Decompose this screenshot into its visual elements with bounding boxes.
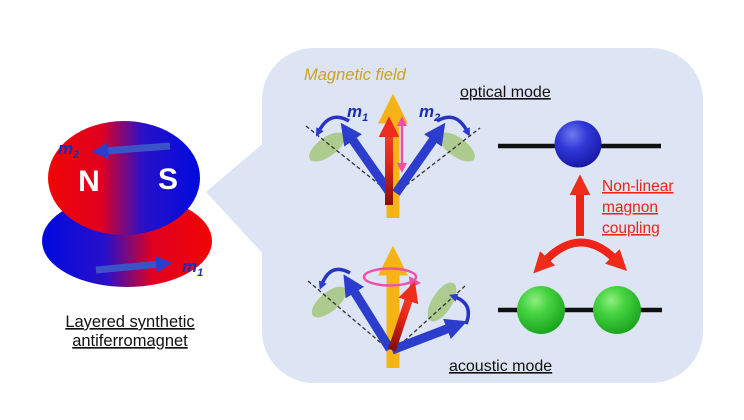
m1-moment-arrow bbox=[95, 256, 173, 274]
acoustic-axis-left bbox=[307, 280, 395, 355]
layered-magnet-illustration: N S m2 m1 Layered synthetic antiferromag… bbox=[42, 121, 212, 350]
m1-label: m1 bbox=[182, 257, 203, 279]
coupling-label-line1: Non-linear bbox=[602, 178, 674, 195]
precession-ellipse-left bbox=[309, 132, 345, 162]
acoustic-spin-arrow-left bbox=[343, 274, 394, 352]
coupling-label-line2: magnon bbox=[602, 199, 658, 216]
optical-mode-spin-diagram: Magnetic field m1 m2 bbox=[304, 66, 481, 218]
acoustic-mode-label: acoustic mode bbox=[449, 358, 552, 375]
acoustic-mode-spin-diagram bbox=[307, 245, 471, 368]
optical-m2-label: m2 bbox=[419, 102, 440, 124]
precession-direction-arrow-left bbox=[316, 115, 350, 137]
magnet-caption-line1: Layered synthetic bbox=[65, 313, 194, 331]
coupling-annotation: Non-linear magnon coupling bbox=[533, 174, 674, 274]
optical-mode-chain: optical mode bbox=[460, 84, 661, 168]
optical-magnon-sphere bbox=[554, 120, 602, 168]
acoustic-spin-arrow-right bbox=[390, 318, 468, 355]
coupling-label-line3: coupling bbox=[602, 220, 660, 237]
acoustic-net-moment-arrow bbox=[388, 281, 419, 352]
spin-arrow-m1 bbox=[340, 122, 394, 196]
m2-label: m2 bbox=[58, 139, 79, 161]
optical-m1-label: m1 bbox=[347, 102, 368, 124]
bubble-tail bbox=[206, 112, 300, 294]
precession-ellipse-right bbox=[439, 132, 475, 162]
pole-label-s: S bbox=[158, 163, 178, 196]
spin-arrow-m2 bbox=[392, 122, 446, 196]
acoustic-precession-arrow-left bbox=[318, 267, 351, 290]
acoustic-magnon-sphere-right bbox=[593, 286, 641, 334]
acoustic-precession-ellipse-left bbox=[311, 286, 347, 318]
acoustic-magnon-sphere-left bbox=[517, 286, 565, 334]
optical-mode-label: optical mode bbox=[460, 84, 551, 101]
acoustic-precession-ellipse-right bbox=[427, 282, 457, 322]
magnetic-field-label: Magnetic field bbox=[304, 66, 407, 84]
m2-moment-arrow bbox=[91, 142, 171, 160]
precession-direction-arrow-right bbox=[436, 115, 470, 137]
pole-label-n: N bbox=[78, 165, 100, 198]
acoustic-precession-arrow-right bbox=[449, 293, 471, 325]
acoustic-mode-chain: acoustic mode bbox=[449, 286, 662, 375]
equilibrium-axis-right bbox=[390, 127, 481, 198]
magnet-caption-line2: antiferromagnet bbox=[72, 332, 188, 350]
coupling-split-arrows bbox=[533, 238, 628, 274]
